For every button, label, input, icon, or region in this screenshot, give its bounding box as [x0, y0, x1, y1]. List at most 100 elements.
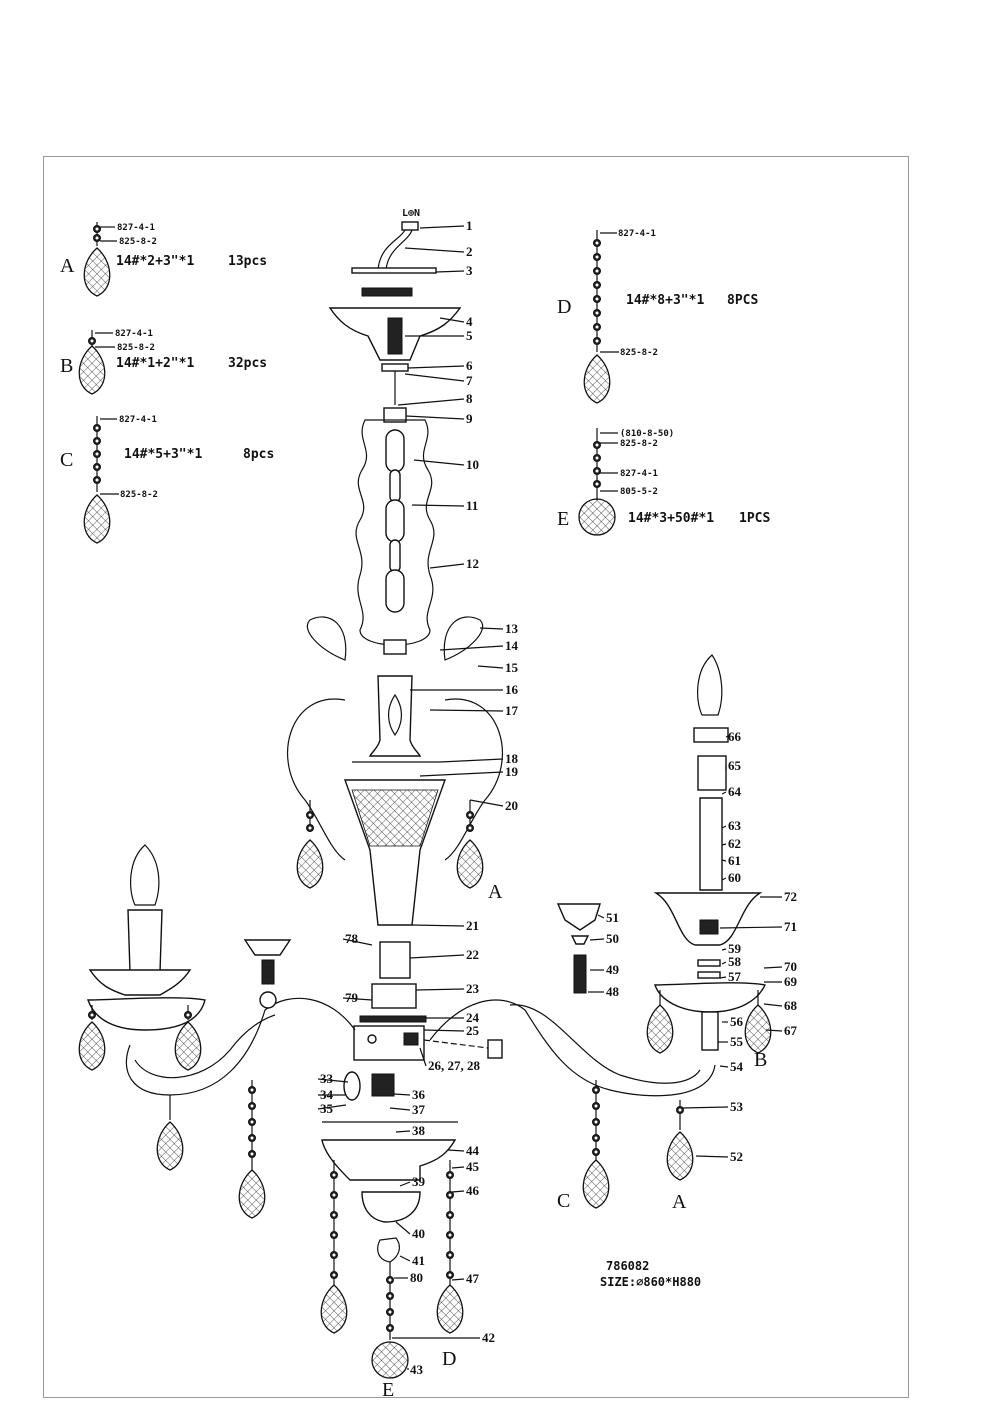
part-number-label: 51 — [606, 910, 619, 925]
part-number-label: 7 — [466, 373, 473, 388]
spec-d-formula: 14#*8+3"*1 — [626, 293, 704, 308]
part-number-label: 34 — [320, 1087, 334, 1102]
leader-line — [429, 709, 504, 712]
part-number-label: 50 — [606, 931, 619, 946]
part-number-label: 19 — [505, 764, 519, 779]
part-number-label: 18 — [505, 751, 519, 766]
spec-a-bottom-code: 825-8-2 — [119, 237, 157, 247]
part-number-label: 10 — [466, 457, 479, 472]
model-number: 786082 — [606, 1259, 649, 1273]
leader-line — [763, 1003, 783, 1007]
part-number-label: 72 — [784, 889, 797, 904]
part-number-label: 63 — [728, 818, 742, 833]
part-number-label: 46 — [466, 1183, 480, 1198]
part-number-label: 78 — [345, 931, 359, 946]
part-number-label: 15 — [505, 660, 519, 675]
leader-line — [342, 938, 373, 946]
assembly-letter-a-upper: A — [488, 881, 503, 903]
part-number-label: 62 — [728, 836, 741, 851]
part-number-label: 2 — [466, 244, 473, 259]
part-number-label: 80 — [410, 1270, 423, 1285]
leader-line — [721, 859, 727, 862]
leader-line — [411, 504, 465, 507]
leader-line — [435, 270, 465, 273]
part-number-label: 48 — [606, 984, 620, 999]
leader-line — [393, 1093, 411, 1096]
assembly-letter-a-lower: A — [672, 1191, 687, 1213]
part-number-label: 38 — [412, 1123, 426, 1138]
spec-e-code-2: 825-8-2 — [620, 439, 658, 449]
leader-line — [681, 1106, 729, 1109]
spec-c-letter: C — [60, 449, 73, 471]
part-number-label: 22 — [466, 947, 479, 962]
part-number-label: 9 — [466, 411, 473, 426]
part-number-label: 47 — [466, 1271, 480, 1286]
spec-c-top-code: 827-4-1 — [119, 415, 157, 425]
leader-line — [725, 735, 729, 738]
left-arm — [78, 844, 356, 1219]
part-number-label: 37 — [412, 1102, 426, 1117]
leader-line — [469, 799, 504, 807]
part-number-label: 4 — [466, 314, 473, 329]
right-arm — [423, 654, 772, 1209]
leader-line — [397, 398, 465, 406]
drawing-frame — [43, 156, 909, 1398]
leader-line — [721, 961, 727, 965]
leader-line — [404, 247, 465, 253]
leader-line — [342, 997, 373, 1001]
spec-c-formula: 14#*5+3"*1 — [124, 447, 202, 462]
wire-label: L⊕N — [402, 208, 420, 219]
part-number-label: 42 — [482, 1330, 495, 1345]
crystal-spec-d: 827-4-1 825-8-2 D 14#*8+3"*1 8PCS — [557, 229, 758, 404]
crystal-spec-b: 827-4-1 825-8-2 B 14#*1+2"*1 32pcs — [60, 329, 267, 395]
leader-line — [407, 365, 465, 369]
leader-line — [451, 1190, 465, 1193]
spec-d-bottom-code: 825-8-2 — [620, 348, 658, 358]
leader-line — [589, 938, 605, 941]
leader-line — [389, 1107, 411, 1111]
leader-line — [419, 225, 465, 229]
crystal-spec-a: 827-4-1 825-8-2 A 14#*2+3"*1 13pcs — [60, 222, 267, 297]
part-number-label: 67 — [784, 1023, 798, 1038]
leader-line — [317, 1078, 349, 1083]
leader-line — [423, 1029, 465, 1032]
leader-line — [429, 563, 465, 569]
leader-lines — [317, 225, 783, 1370]
leader-line — [597, 914, 605, 919]
part-number-label: 41 — [412, 1253, 425, 1268]
spec-d-letter: D — [557, 296, 571, 318]
part-number-label: 21 — [466, 918, 479, 933]
leader-line — [721, 825, 727, 829]
spec-b-formula: 14#*1+2"*1 — [116, 356, 194, 371]
part-number-label: 8 — [466, 391, 473, 406]
leader-line — [399, 1181, 411, 1187]
crystal-spec-e: (810-8-50) 825-8-2 827-4-1 805-5-2 E 14#… — [557, 428, 770, 536]
leader-line — [404, 373, 465, 382]
leader-line — [721, 791, 727, 795]
spec-e-code-3: 827-4-1 — [620, 469, 658, 479]
spec-a-letter: A — [60, 255, 75, 277]
spec-c-qty: 8pcs — [243, 447, 274, 462]
leader-line — [695, 1155, 729, 1158]
part-number-label: 43 — [410, 1362, 424, 1377]
spec-b-top-code: 827-4-1 — [115, 329, 153, 339]
part-number-label: 6 — [466, 358, 473, 373]
leader-line — [721, 843, 727, 846]
leader-line — [399, 1255, 411, 1262]
spec-e-formula: 14#*3+50#*1 — [628, 511, 714, 526]
leader-line — [719, 1065, 729, 1068]
part-number-label: 59 — [728, 941, 742, 956]
part-number-label: 5 — [466, 328, 473, 343]
part-number-label: 61 — [728, 853, 741, 868]
part-number-label: 36 — [412, 1087, 426, 1102]
spec-e-code-1: (810-8-50) — [620, 429, 674, 439]
leader-line — [451, 1166, 465, 1169]
part-number-label: 35 — [320, 1101, 334, 1116]
leader-line — [419, 1047, 427, 1067]
leader-line — [395, 1130, 411, 1133]
part-number-label: 66 — [728, 729, 742, 744]
spec-a-qty: 13pcs — [228, 254, 267, 269]
part-number-label: 68 — [784, 998, 798, 1013]
assembly-letter-c: C — [557, 1190, 570, 1212]
spec-a-top-code: 827-4-1 — [117, 223, 155, 233]
